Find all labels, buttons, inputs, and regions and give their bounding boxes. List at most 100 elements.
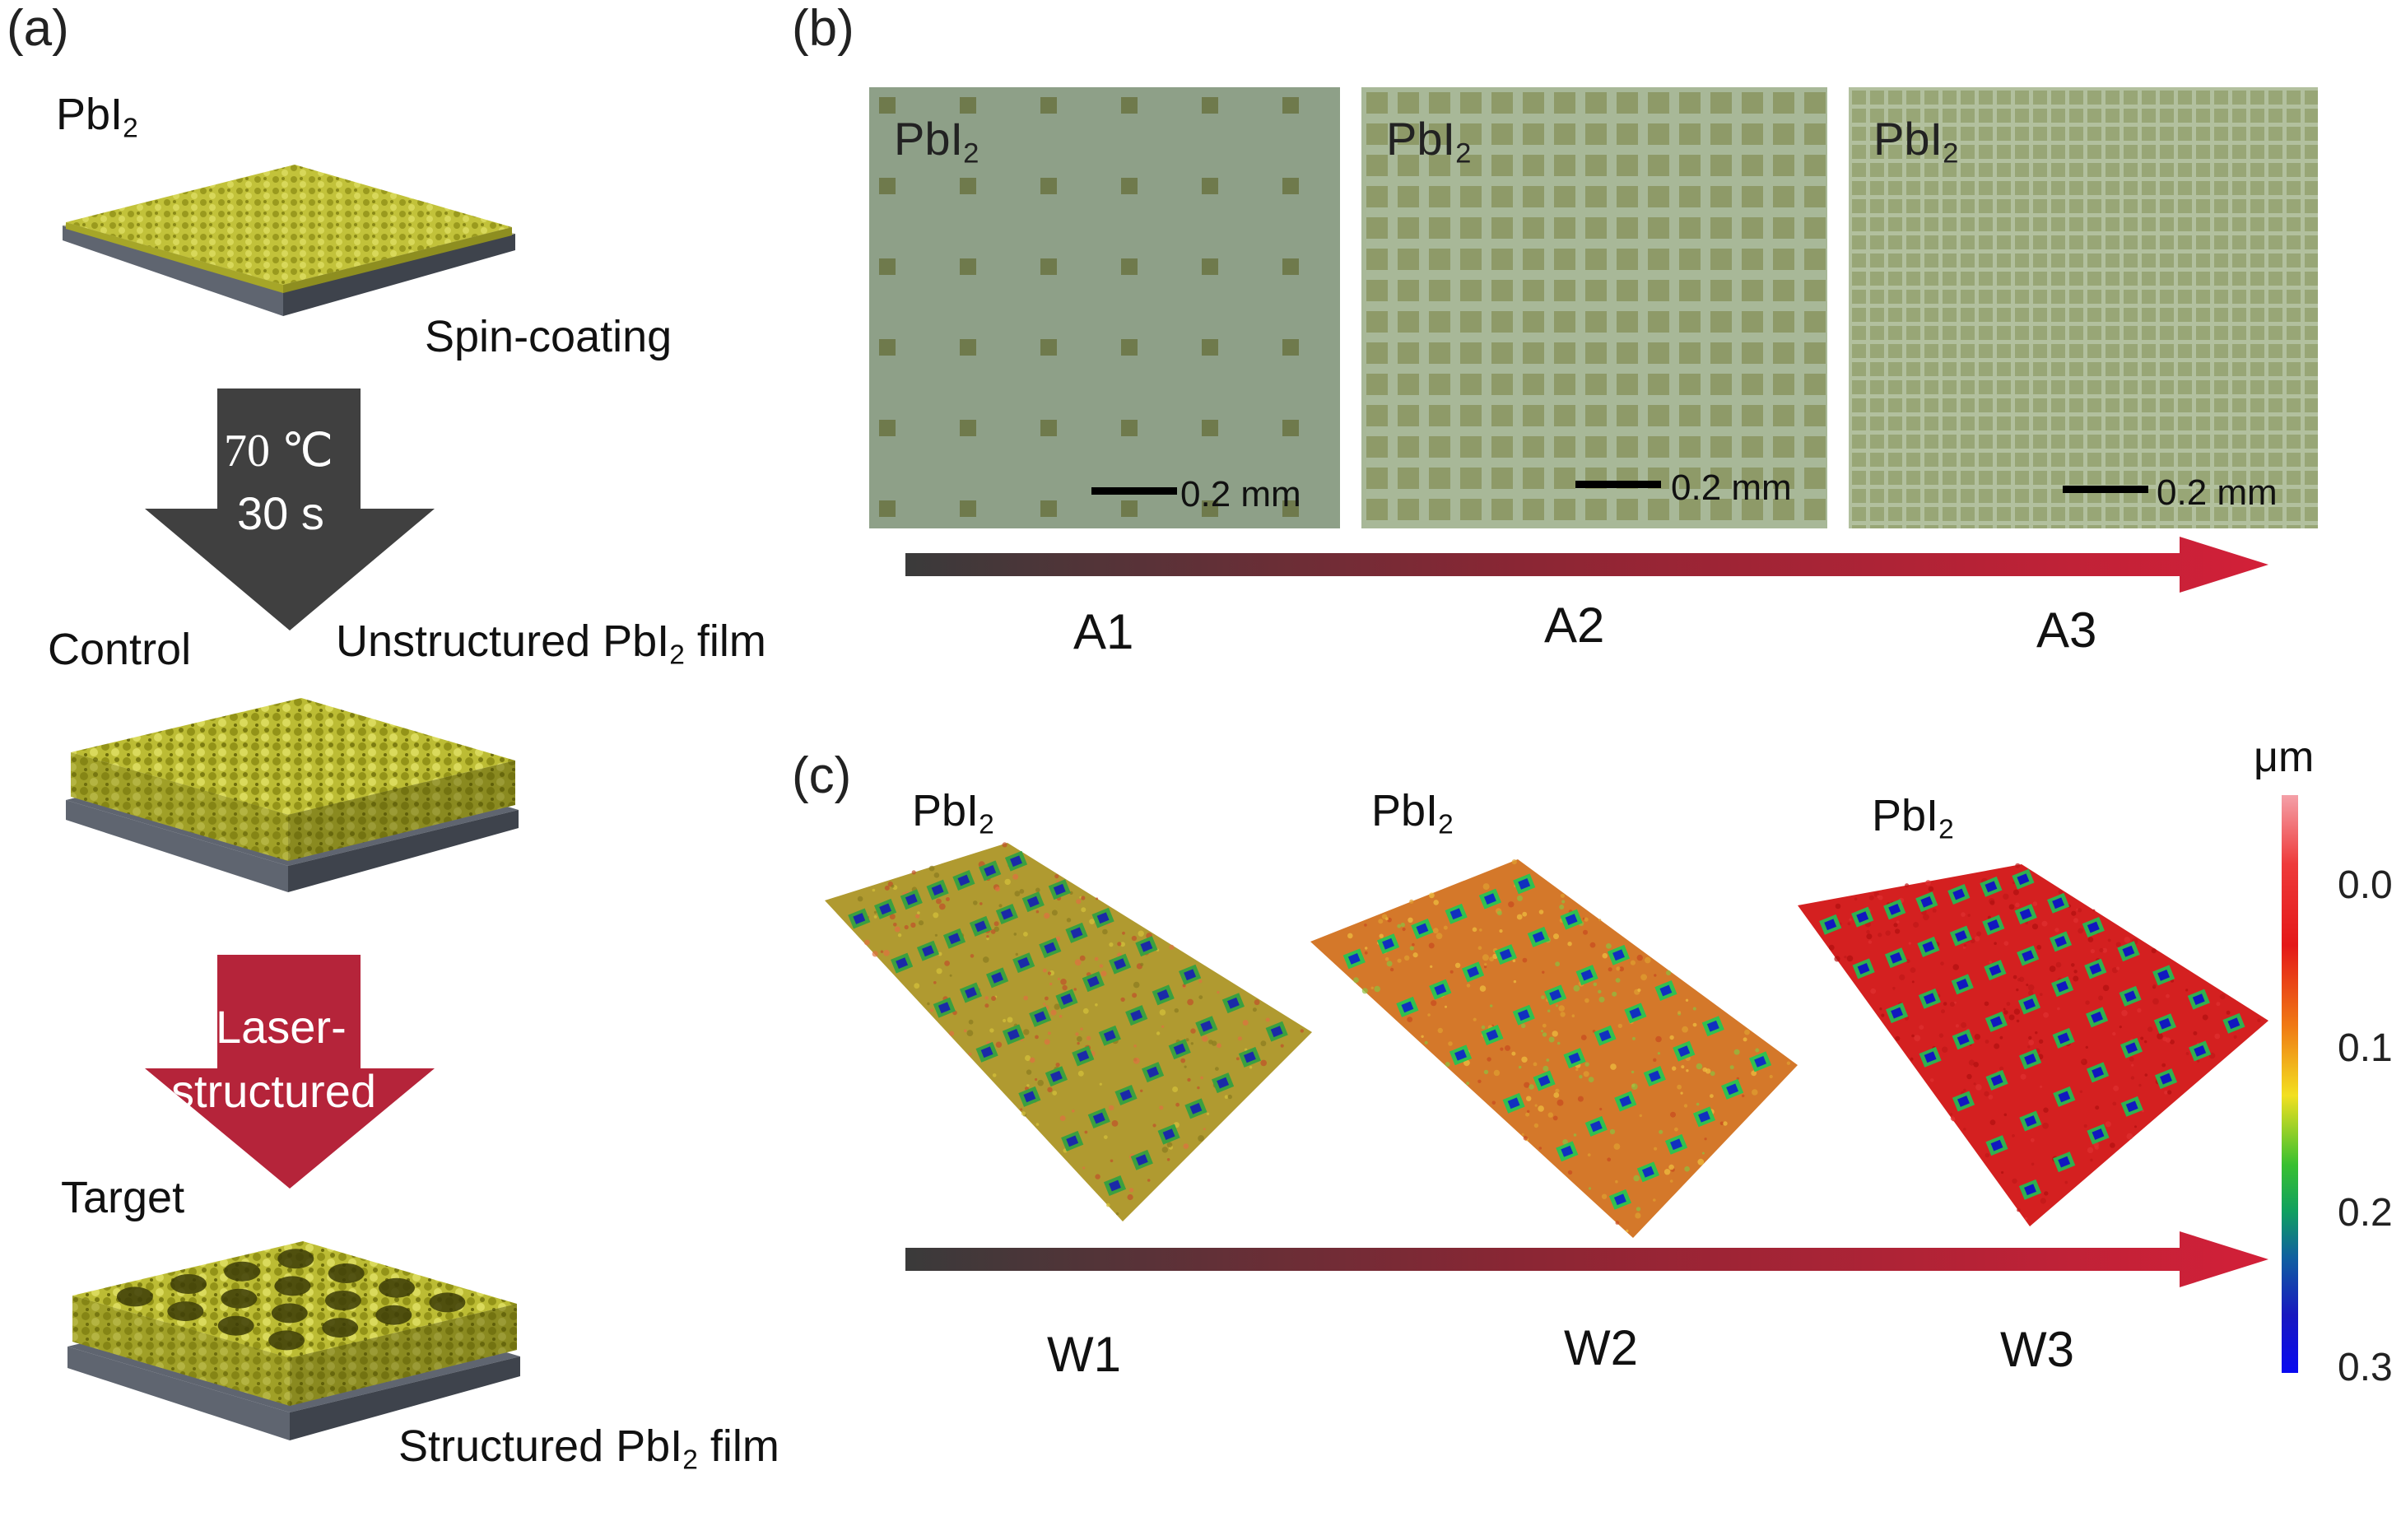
map-pit-core [1189,1103,1203,1114]
map-speckle [928,865,935,872]
micro-square [2160,145,2174,159]
micro-square [1870,199,1884,213]
micro-square [2287,525,2301,528]
micro-square [2250,272,2264,286]
map-speckle [1525,1112,1530,1117]
micro-square [2287,109,2301,123]
micro-square [1852,127,1866,141]
map-speckle [1100,970,1107,977]
map-pit-core [1923,993,1936,1005]
micro-square [1585,217,1607,239]
map-speckle [1002,842,1007,848]
map-pit-core [1580,969,1594,981]
map-speckle [2043,1012,2049,1018]
map-pit-core [1990,1074,2003,1086]
anneal-time: 30 s [237,487,324,539]
map-speckle [2087,937,2094,942]
map-speckle [1961,912,1966,917]
micro-square [2015,525,2029,528]
map-speckle [1602,952,1608,959]
micro-square [2124,435,2138,449]
map-speckle [1386,961,1393,967]
micro-square [1523,92,1544,114]
micro-square [2069,109,2083,123]
micro-square [2232,362,2246,376]
micro-square [1997,507,2011,521]
map-speckle [1704,1138,1707,1141]
scale-text-a3: 0.2 mm [2157,472,2278,513]
micro-square [1924,290,1938,304]
micro-square [2305,272,2318,286]
map-speckle [1548,1036,1555,1043]
micro-square [2232,254,2246,268]
structured-film-label: Structured PbI2 film [398,1421,779,1476]
micro-square [2160,507,2174,521]
anneal-temp: 70 ℃ [224,426,333,477]
map-speckle [1769,1074,1773,1079]
map-pit-core [1060,993,1073,1005]
map-pit-core [1613,1193,1626,1206]
micro-square [2106,398,2119,412]
laser-hole [167,1301,204,1322]
micro-square [1852,308,1866,322]
map-speckle [1744,1029,1750,1035]
micro-square [1961,453,1975,467]
micro-square [2268,416,2282,430]
micro-square [1906,308,1920,322]
micro-square [1997,435,2011,449]
micro-square [2051,453,2065,467]
micro-square [1924,91,1938,105]
micro-square [2051,217,2065,231]
map-pit-core [938,1002,951,1014]
map-speckle [1237,1036,1242,1041]
micro-square [1773,374,1794,395]
map-speckle [2003,1007,2006,1011]
map-speckle [2079,1090,2083,1093]
micro-square [1585,405,1607,426]
map-speckle [1541,1030,1544,1033]
micro-square [2069,507,2083,521]
map-speckle [1516,914,1523,920]
map-speckle [1542,1023,1547,1028]
map-speckle [1156,1031,1161,1035]
map-speckle [1558,1005,1565,1012]
map-speckle [1217,991,1220,994]
micro-square [1554,499,1575,520]
micro-square [2232,398,2246,412]
map-speckle [966,1030,974,1036]
map-speckle [1989,900,1995,905]
map-speckle [968,1052,972,1056]
map-speckle [1696,1102,1700,1106]
micro-square [2178,507,2192,521]
map-speckle [1914,1035,1921,1042]
micro-square [2305,507,2318,521]
micro-square [1961,380,1975,394]
map-speckle [2115,942,2121,947]
map-speckle [2216,1002,2221,1007]
laser-hole [224,1261,261,1282]
micro-square [1523,436,1544,458]
micro-square [1460,311,1482,333]
map-speckle [2161,1063,2166,1068]
map-speckle [1421,1035,1424,1038]
micro-square [1997,145,2011,159]
micro-square [2142,272,2156,286]
micro-square [1773,92,1794,114]
map-speckle [1035,887,1040,893]
micro-square [2268,471,2282,485]
micro-square [2305,380,2318,394]
map-speckle [1666,970,1672,975]
micro-square [1924,344,1938,358]
map-speckle [1636,954,1643,961]
map-speckle [1029,1057,1035,1063]
micro-square [1906,290,1920,304]
map-pit-core [1954,930,1967,942]
micro-square [1491,342,1513,364]
micro-square [2015,380,2029,394]
micro-square [1491,499,1513,520]
map-pit-core [1648,1070,1661,1082]
micro-square [1924,145,1938,159]
micro-square [1773,155,1794,176]
micro-square [1648,123,1669,145]
map-speckle [993,921,999,927]
